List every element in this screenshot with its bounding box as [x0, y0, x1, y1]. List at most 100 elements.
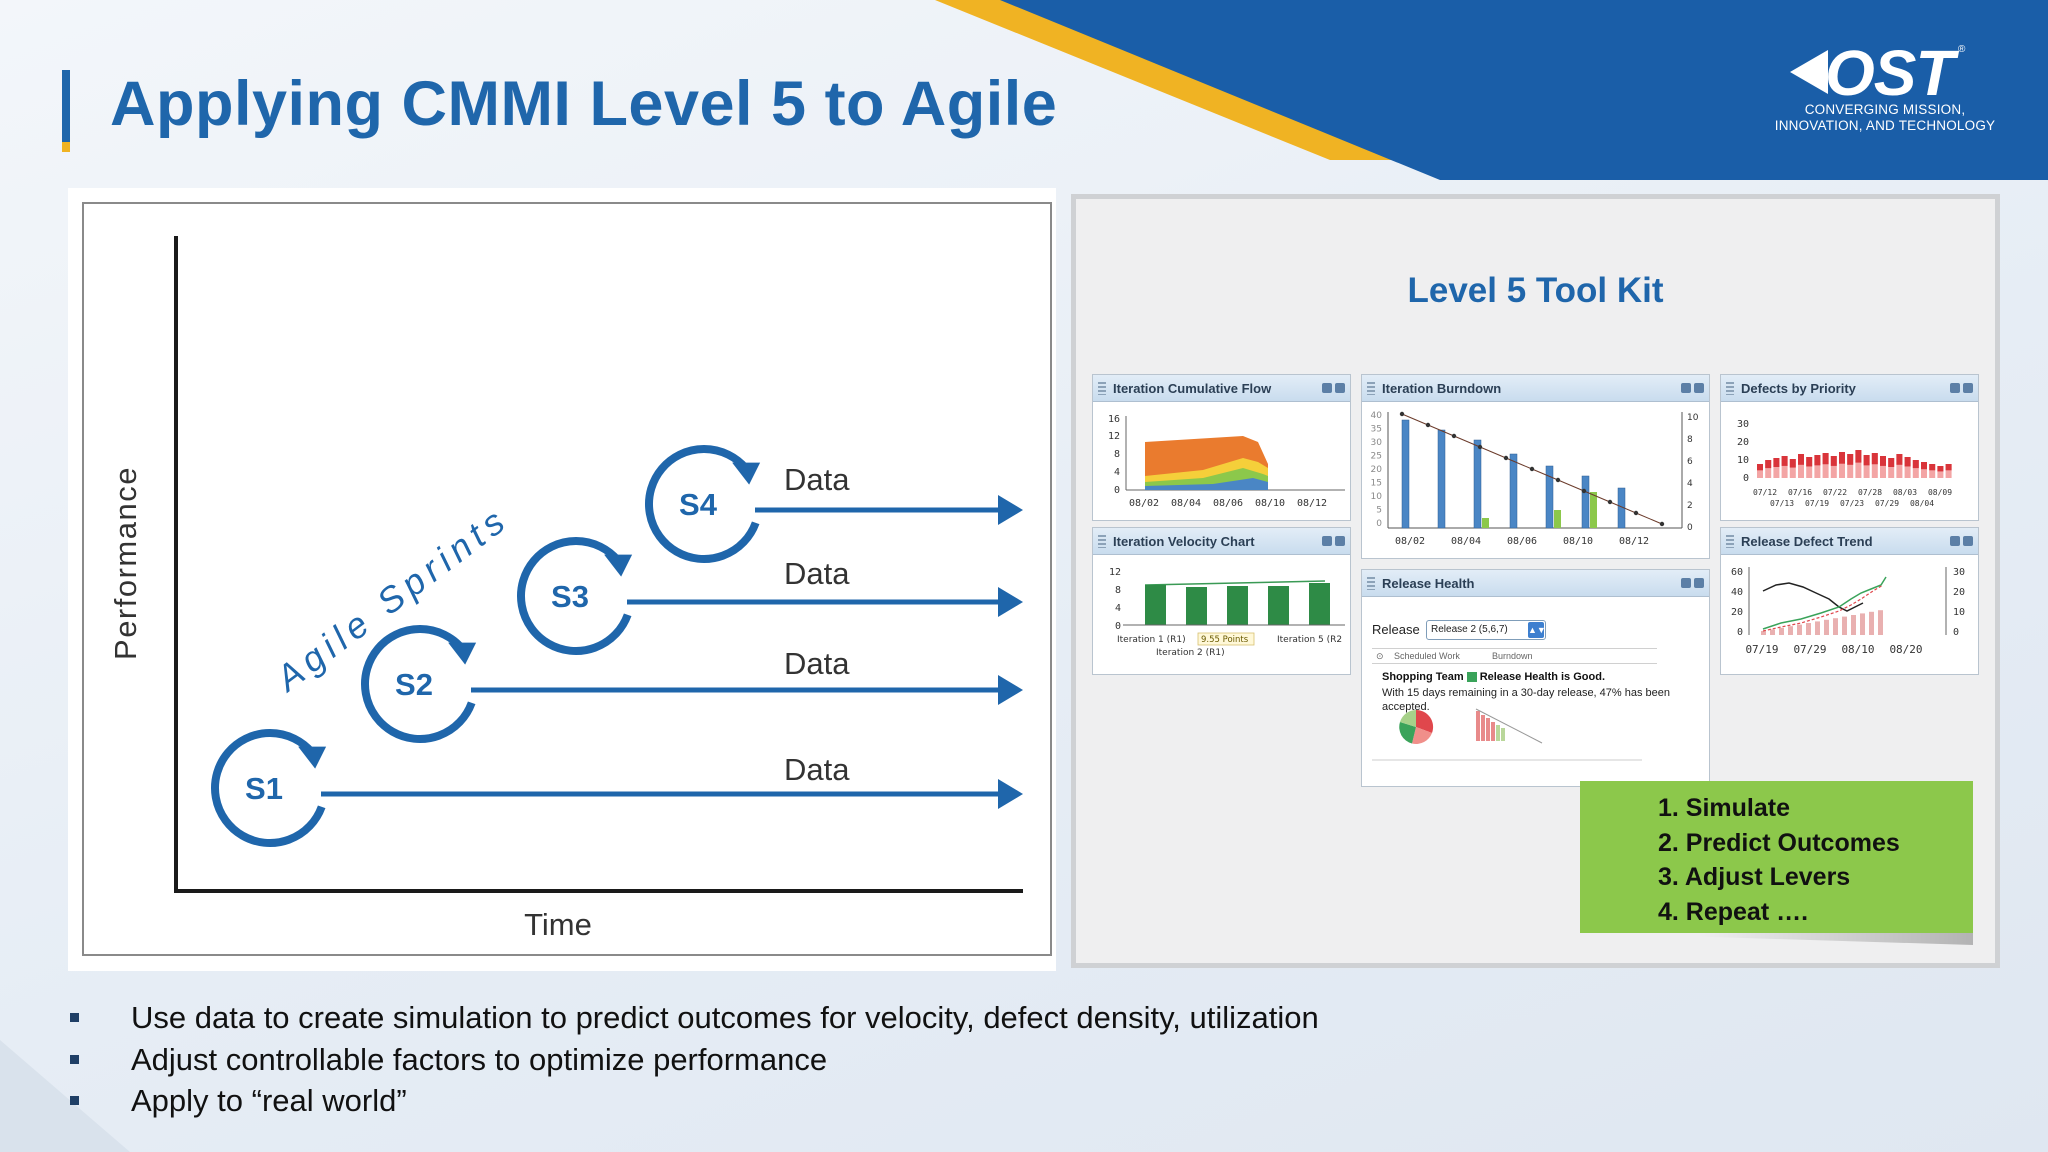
- dp-x-tick: 07/12: [1753, 488, 1777, 497]
- rd-x-tick: 08/20: [1889, 643, 1922, 656]
- dp-bar-low: [1921, 462, 1927, 478]
- rd-y-tick-right: 20: [1953, 587, 1965, 598]
- dp-bar-high: [1912, 460, 1919, 469]
- dp-bar-high: [1847, 454, 1854, 465]
- close-icon[interactable]: [1963, 383, 1973, 393]
- rd-bar: [1869, 611, 1874, 635]
- drag-handle-icon[interactable]: [1098, 382, 1106, 395]
- dp-bar-low: [1880, 456, 1886, 478]
- dp-bar-high: [1945, 464, 1952, 471]
- release-tabs: ⊙ Scheduled Work Burndown: [1372, 648, 1657, 664]
- bd-y-tick-right: 0: [1687, 523, 1693, 533]
- velocity-chart: 12 8 4 0 Iteration 1 (R1) Iteration 2 (R…: [1109, 567, 1345, 658]
- dp-bar-high: [1773, 458, 1780, 467]
- bd-ideal-point: [1425, 422, 1431, 428]
- drag-handle-icon[interactable]: [1367, 382, 1375, 395]
- dp-bars: [1757, 450, 1952, 478]
- close-icon[interactable]: [1963, 536, 1973, 546]
- cf-area-blue: [1145, 478, 1268, 490]
- step-item: 2. Predict Outcomes: [1658, 828, 1900, 857]
- dp-bar-high: [1904, 457, 1911, 467]
- rd-bar: [1779, 627, 1784, 635]
- drag-handle-icon[interactable]: [1098, 535, 1106, 548]
- rd-bar: [1851, 615, 1856, 635]
- dp-bar-low: [1773, 458, 1780, 478]
- dp-bar-high: [1871, 453, 1878, 465]
- bd-y-tick: 15: [1371, 479, 1382, 489]
- bd-bar-remaining: [1581, 475, 1590, 529]
- rd-y-tick: 60: [1731, 567, 1743, 578]
- dp-bar-high: [1781, 456, 1788, 466]
- bd-y-tick-right: 6: [1687, 457, 1693, 467]
- bd-x-tick: 08/12: [1619, 536, 1649, 547]
- settings-icon[interactable]: [1681, 383, 1691, 393]
- bd-bar-accepted: [1554, 510, 1561, 528]
- sprint-output-arrowhead: [998, 587, 1023, 617]
- cumulative-flow-chart: 16 12 8 4 0 08/02 08/04 08/06 08/10 08/1…: [1108, 414, 1345, 509]
- settings-icon[interactable]: [1950, 536, 1960, 546]
- sprint-cycle-arrow: [645, 445, 760, 563]
- bd-y-tick: 35: [1371, 425, 1382, 435]
- cf-x-tick: 08/12: [1297, 498, 1327, 509]
- rd-x-tick: 08/10: [1841, 643, 1874, 656]
- sprint-diagram: Performance Time Agile Sprints S1DataS2D…: [108, 236, 1023, 942]
- settings-icon[interactable]: [1322, 536, 1332, 546]
- dp-bar-high: [1757, 464, 1763, 471]
- tab-scheduled-work[interactable]: Scheduled Work: [1394, 651, 1460, 661]
- drag-handle-icon[interactable]: [1367, 577, 1375, 590]
- settings-icon[interactable]: [1950, 383, 1960, 393]
- chevron-down-icon[interactable]: ▲▼: [1528, 622, 1545, 638]
- dp-bar-high: [1798, 454, 1804, 465]
- x-axis-label: Time: [524, 907, 592, 942]
- close-icon[interactable]: [1335, 383, 1345, 393]
- cf-y-tick: 4: [1114, 467, 1120, 478]
- widget-cumulative-flow[interactable]: Iteration Cumulative Flow 16 12 8 4 0 08…: [1092, 374, 1351, 521]
- bd-bar-remaining: [1401, 419, 1410, 529]
- bd-bar-remaining: [1509, 453, 1518, 529]
- cf-x-tick: 08/04: [1171, 498, 1201, 509]
- vel-tooltip: 9.55 Points: [1201, 635, 1249, 645]
- banner-blue-shape: [1000, 0, 2048, 180]
- settings-icon[interactable]: [1681, 578, 1691, 588]
- bullet-text: Use data to create simulation to predict…: [131, 1000, 1319, 1035]
- dp-bar-low: [1937, 466, 1944, 478]
- cf-x-tick: 08/02: [1129, 498, 1159, 509]
- cf-y-tick: 16: [1108, 414, 1120, 425]
- widget-velocity-chart[interactable]: Iteration Velocity Chart 12 8 4 0 Iterat…: [1092, 527, 1351, 675]
- close-icon[interactable]: [1694, 383, 1704, 393]
- bd-y-tick: 20: [1371, 465, 1383, 475]
- close-icon[interactable]: [1694, 578, 1704, 588]
- dp-bar-high: [1929, 464, 1936, 471]
- drag-handle-icon[interactable]: [1726, 535, 1734, 548]
- dp-x-tick: 07/19: [1805, 499, 1829, 508]
- team-name: Shopping Team: [1382, 671, 1464, 683]
- sprint-cycle-arrowhead: [298, 746, 327, 769]
- bd-bar-accepted: [1482, 518, 1489, 528]
- dp-bar-low: [1888, 458, 1895, 478]
- close-icon[interactable]: [1335, 536, 1345, 546]
- bd-y-tick: 5: [1376, 506, 1382, 516]
- rd-bar: [1761, 631, 1766, 635]
- rd-bar: [1815, 621, 1820, 635]
- settings-icon[interactable]: [1322, 383, 1332, 393]
- rd-y-tick-right: 10: [1953, 607, 1965, 618]
- toolkit-title: Level 5 Tool Kit: [1407, 271, 1664, 310]
- drag-handle-icon[interactable]: [1726, 382, 1734, 395]
- release-select[interactable]: Release 2 (5,6,7) ▲▼: [1426, 620, 1546, 640]
- widget-release-defect-trend[interactable]: Release Defect Trend 60 40 20 0 30 20 10…: [1720, 527, 1979, 675]
- bd-bar-accepted: [1590, 492, 1597, 528]
- bd-y-tick-right: 10: [1687, 413, 1699, 423]
- cf-x-tick: 08/06: [1213, 498, 1243, 509]
- rd-y-tick: 20: [1731, 607, 1743, 618]
- widget-defects-by-priority[interactable]: Defects by Priority 30 20 10 0 07/12 07/…: [1720, 374, 1979, 521]
- widget-release-health[interactable]: Release Health Release Release 2 (5,6,7)…: [1361, 569, 1710, 787]
- vel-tooltip-box: [1197, 632, 1255, 646]
- tab-burndown[interactable]: Burndown: [1492, 651, 1533, 661]
- rd-bar: [1842, 616, 1847, 635]
- dp-bar-high: [1888, 458, 1895, 467]
- dp-bar-high: [1921, 462, 1927, 470]
